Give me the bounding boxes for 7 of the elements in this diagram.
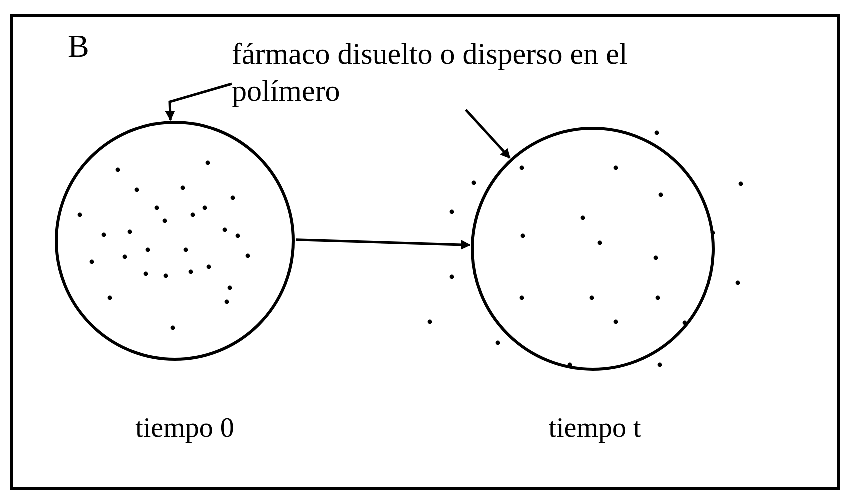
panel-letter: B (68, 28, 90, 64)
time-caption: tiempo 0 (136, 412, 234, 446)
time-caption: tiempo t (548, 412, 642, 446)
annotation-text: fármaco disuelto o disperso en el polímero (232, 36, 662, 110)
leader-line (465, 109, 511, 160)
arrow (296, 238, 472, 250)
leader-line (165, 82, 232, 122)
